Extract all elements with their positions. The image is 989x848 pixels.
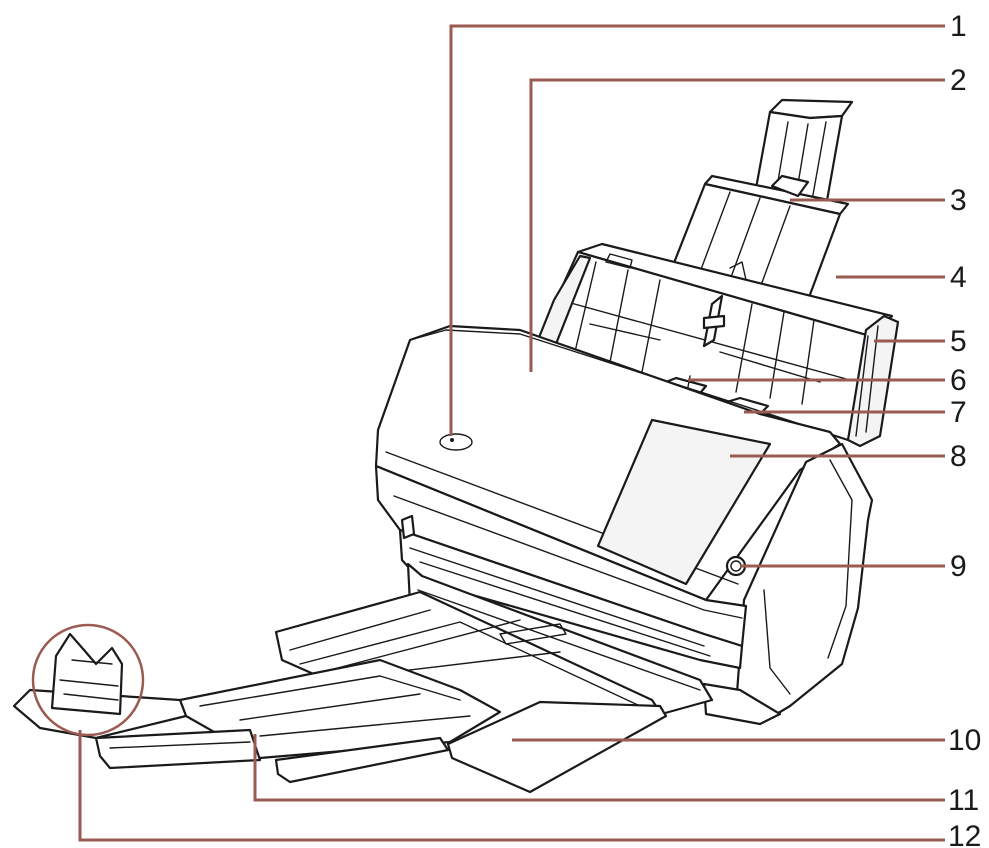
- callout-2: 2: [950, 64, 967, 97]
- scanner-illustration: [12, 98, 900, 794]
- callout-3: 3: [950, 184, 967, 217]
- leader-line-2: [529, 78, 945, 372]
- leader-lines: [78, 24, 945, 842]
- leader-line-11: [253, 734, 945, 802]
- callout-6: 6: [950, 364, 967, 397]
- guide-rail: [702, 294, 726, 348]
- leader-line-1: [449, 24, 945, 436]
- callout-5: 5: [950, 325, 967, 358]
- leader-line-12: [78, 730, 945, 842]
- callout-10: 10: [948, 724, 981, 757]
- adf-lamp: [439, 433, 473, 451]
- callout-8: 8: [950, 440, 967, 473]
- callout-4: 4: [950, 261, 967, 294]
- scanner-body: [374, 324, 874, 726]
- stacker-stopper: [31, 623, 145, 737]
- callout-labels: 1 2 3 4 5 6 7 8 9 10 11 12: [948, 10, 981, 848]
- touch-screen: [596, 418, 772, 586]
- callout-7: 7: [950, 396, 967, 429]
- callout-1: 1: [950, 10, 967, 43]
- callout-9: 9: [950, 550, 967, 583]
- callout-11: 11: [948, 784, 979, 817]
- callout-12: 12: [948, 820, 981, 848]
